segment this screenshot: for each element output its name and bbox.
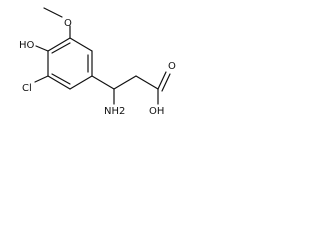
carbonyl-oxygen-label: O xyxy=(168,61,176,72)
hydroxyl-label: HO xyxy=(19,40,35,51)
side-chain xyxy=(91,71,171,105)
chloro-bond xyxy=(34,75,49,83)
methoxy-group xyxy=(43,7,71,39)
methoxy-oxygen-label: O xyxy=(64,18,72,29)
chloro-label: Cl xyxy=(22,83,32,94)
amino-label: NH2 xyxy=(104,106,125,117)
acid-hydroxyl-label: OH xyxy=(149,106,164,117)
benzene-ring xyxy=(47,37,93,90)
hydroxyl-bond xyxy=(35,45,49,52)
chemical-structure: HO O Cl NH2 OH O xyxy=(19,7,176,117)
